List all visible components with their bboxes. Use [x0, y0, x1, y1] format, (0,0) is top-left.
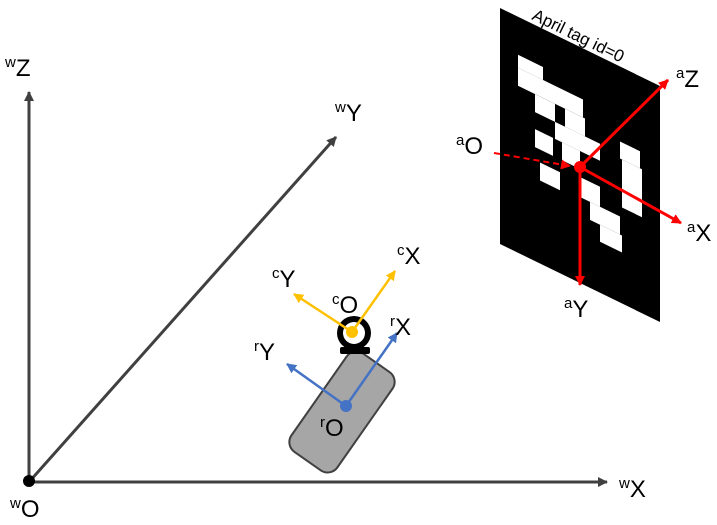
world-z-label: wZ	[4, 54, 31, 82]
april-x-axis	[579, 165, 682, 225]
april-origin-point	[574, 161, 586, 173]
world-origin-point	[23, 475, 35, 487]
april-z-axis	[578, 78, 670, 169]
camera-y-axis	[293, 292, 353, 334]
robot-frame: rO rX rY	[254, 313, 411, 474]
camera-frame: cO cX cY	[272, 242, 421, 354]
world-y-label: wY	[334, 99, 362, 127]
world-frame: wO wX wZ wY	[4, 54, 646, 523]
camera-x-label: cX	[397, 242, 421, 270]
robot-body	[288, 350, 396, 474]
world-y-axis	[27, 136, 338, 483]
robot-y-label: rY	[254, 338, 275, 366]
robot-x-label: rX	[390, 313, 411, 341]
robot-origin-label: rO	[320, 414, 344, 442]
robot-y-axis	[286, 362, 347, 408]
april-origin-offset-arrow	[493, 152, 571, 170]
april-y-label: aY	[564, 295, 588, 323]
world-x-label: wX	[618, 475, 646, 503]
camera-origin-label: cO	[332, 291, 358, 319]
robot-x-axis	[344, 332, 399, 407]
camera-origin-point	[346, 326, 358, 338]
april-x-label: aX	[687, 219, 711, 247]
world-origin-label: wO	[9, 495, 40, 523]
april-frame: aO aZ aX aY	[456, 65, 711, 323]
robot-origin-point	[340, 400, 352, 412]
april-z-label: aZ	[676, 65, 699, 93]
apriltag-pattern	[518, 54, 642, 253]
camera-x-axis	[350, 270, 397, 333]
april-origin-label: aO	[456, 132, 483, 160]
camera-y-label: cY	[272, 265, 296, 293]
